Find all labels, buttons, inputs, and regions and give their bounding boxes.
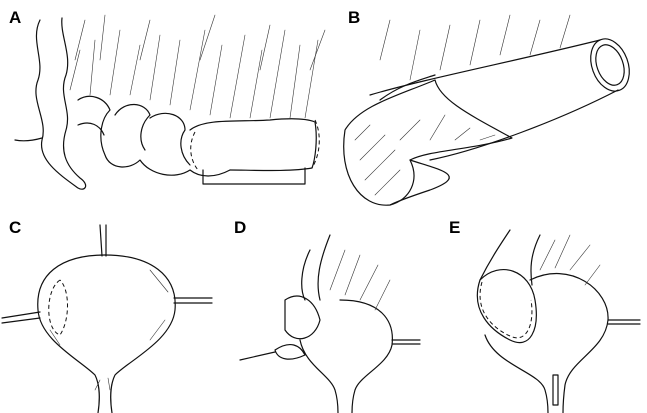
panel-a-bowel-drawing xyxy=(14,14,326,190)
panel-c-bladder-drawing xyxy=(1,224,213,413)
panel-label-e: E xyxy=(449,218,461,237)
panel-label-a: A xyxy=(9,8,22,27)
panel-label-b: B xyxy=(348,8,361,27)
panel-e-bladder-drawing xyxy=(476,229,641,413)
panel-label-d: D xyxy=(234,218,247,237)
panel-b-opened-bowel-drawing xyxy=(343,14,630,206)
panel-label-c: C xyxy=(9,218,22,237)
panel-d-bladder-drawing xyxy=(239,234,421,413)
